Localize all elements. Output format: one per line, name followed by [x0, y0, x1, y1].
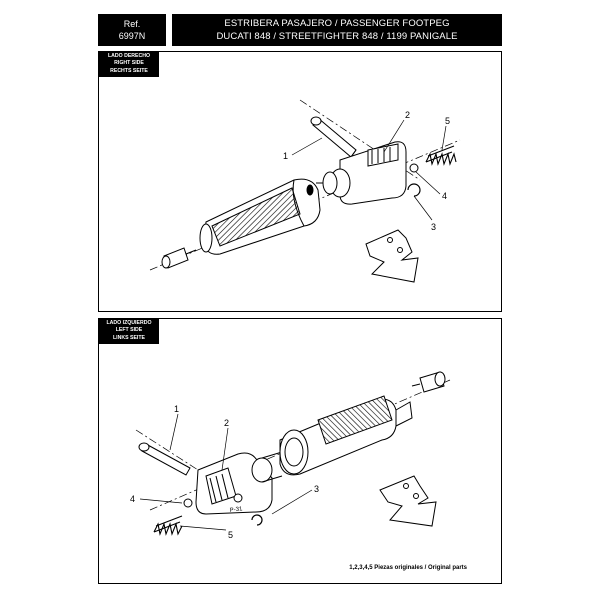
original-parts-note: 1,2,3,4,5 Piezas originales / Original p…	[349, 565, 467, 571]
clip-part-3	[407, 183, 421, 197]
bracket-part-2-bottom	[195, 451, 283, 515]
ref-code: 6997N	[118, 31, 146, 41]
callout-5-top: 5	[445, 116, 450, 126]
bracket-part-2	[316, 141, 407, 205]
callout-5-bottom: 5	[228, 530, 233, 540]
bottom-callouts: 1 2 3 4 5 P-31	[130, 404, 319, 540]
title-line-2: DUCATI 848 / STREETFIGHTER 848 / 1199 PA…	[216, 31, 458, 42]
title-box: ESTRIBERA PASAJERO / PASSENGER FOOTPEG D…	[172, 14, 502, 46]
bottom-exploded-view	[135, 371, 451, 536]
part-marking-bottom: P-31	[229, 506, 243, 514]
right-side-label: LADO DERECHO RIGHT SIDE RECHTS SEITE	[99, 52, 159, 77]
callout-4-top: 4	[442, 191, 447, 201]
callout-1-bottom: 1	[174, 404, 179, 414]
callout-1-top: 1	[283, 151, 288, 161]
top-callouts: 1 2 5 4 3	[283, 110, 450, 232]
title-line-1: ESTRIBERA PASAJERO / PASSENGER FOOTPEG	[224, 18, 450, 29]
callout-4-bottom: 4	[130, 494, 135, 504]
ball-part-4-bottom	[183, 498, 193, 508]
spring-part-5-bottom	[153, 515, 183, 536]
callout-2-top: 2	[405, 110, 410, 120]
ref-label: Ref.	[123, 19, 141, 29]
callout-3-bottom: 3	[314, 484, 319, 494]
footpeg-bottom	[279, 395, 413, 476]
direction-arrow-top	[365, 229, 419, 283]
direction-arrow-bottom	[379, 475, 437, 527]
top-exploded-view	[149, 99, 461, 283]
callout-3-top: 3	[431, 222, 436, 232]
screw-bottom	[411, 371, 446, 393]
left-side-panel: LADO IZQUIERDO LEFT SIDE LINKS SEITE 1,2…	[98, 318, 502, 584]
right-side-panel: LADO DERECHO RIGHT SIDE RECHTS SEITE	[98, 51, 502, 312]
footpeg-top	[199, 178, 321, 255]
clip-part-3-bottom	[251, 514, 263, 526]
pin-part-1-bottom	[138, 442, 191, 476]
ball-part-4	[409, 163, 419, 173]
screw-top	[161, 247, 197, 269]
left-side-label: LADO IZQUIERDO LEFT SIDE LINKS SEITE	[99, 319, 159, 344]
reference-box: Ref. 6997N	[98, 14, 166, 46]
pin-part-1	[310, 116, 357, 158]
callout-2-bottom: 2	[224, 418, 229, 428]
spring-part-5	[425, 145, 457, 166]
